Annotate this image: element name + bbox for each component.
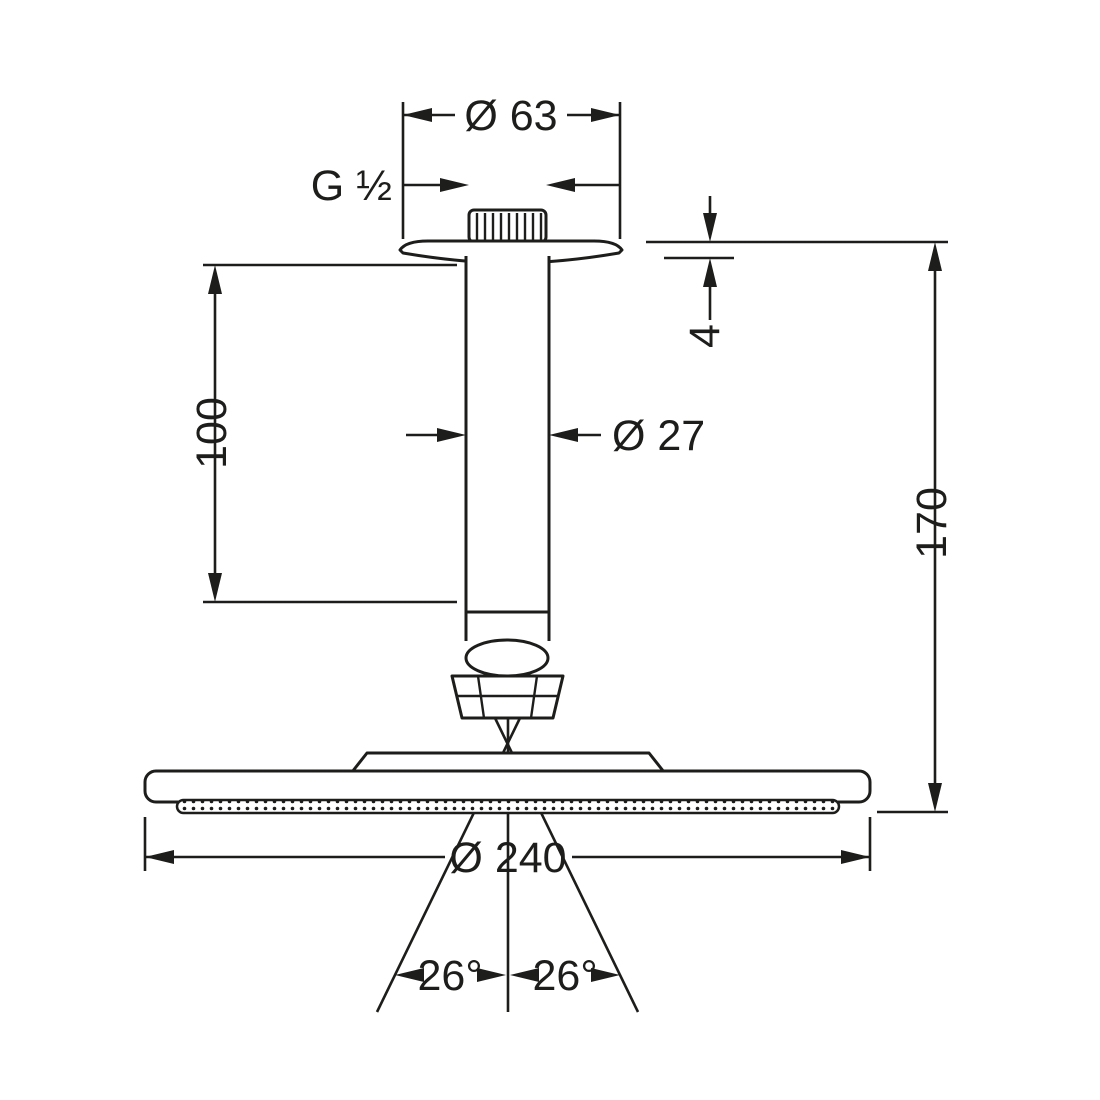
dimension-label-flange-thickness: 4 (681, 324, 729, 348)
pipe-outline (464, 256, 551, 641)
arrowhead (841, 850, 870, 864)
arrowhead (208, 573, 222, 602)
dimension-label-arm-length: 100 (188, 397, 236, 469)
dimension-label-overall-height: 170 (908, 487, 956, 559)
arrowhead (208, 265, 222, 294)
dimension-label-pipe-diameter: Ø 27 (612, 412, 705, 460)
extension-line (203, 263, 457, 604)
arrowhead (928, 242, 942, 271)
thread-stub (467, 208, 548, 244)
arrowhead (510, 968, 539, 982)
arrowhead (549, 428, 578, 442)
head-mounting-plate (350, 751, 666, 774)
dimension-spray-angles: 26° 26° (395, 952, 620, 1000)
dimension-label-head-diameter: Ø 240 (449, 834, 566, 882)
dimension-flange-thickness: 4 (664, 196, 734, 348)
arrowhead (437, 428, 466, 442)
dimension-arm-length: 100 (188, 263, 457, 604)
arrowhead (703, 213, 717, 242)
arrowhead (440, 178, 469, 192)
arrowhead (591, 968, 620, 982)
shower-head-disc (143, 769, 872, 804)
dimension-label-spray-angle-left: 26° (417, 952, 482, 1000)
arrowhead (395, 968, 424, 982)
extension-line (646, 240, 948, 814)
nut-facet-lines (456, 675, 559, 719)
arrowhead (703, 258, 717, 287)
arrowhead (928, 783, 942, 812)
spray-face-nozzles (175, 798, 841, 815)
extension-line (401, 102, 622, 239)
dimension-label-spray-angle-right: 26° (532, 952, 597, 1000)
arrowhead (145, 850, 174, 864)
arrowhead (403, 108, 432, 122)
dimension-label-thread-size: G ½ (311, 162, 392, 210)
pipe-body-fill (467, 252, 548, 642)
dimension-pipe-diameter: Ø 27 (406, 412, 705, 460)
dimension-escutcheon-diameter: Ø 63 (401, 92, 622, 239)
shower-fixture (143, 208, 872, 1013)
ball-joint (464, 638, 550, 678)
dimension-label-escutcheon-diameter: Ø 63 (464, 92, 557, 140)
dimension-thread-size: G ½ (311, 162, 620, 210)
arrowhead (546, 178, 575, 192)
arrowhead (591, 108, 620, 122)
extension-line (143, 817, 872, 871)
dimension-head-diameter: Ø 240 (143, 817, 872, 882)
dimension-overall-height: 170 (646, 240, 956, 814)
thread-hatching (475, 213, 543, 240)
arrowhead (477, 968, 506, 982)
